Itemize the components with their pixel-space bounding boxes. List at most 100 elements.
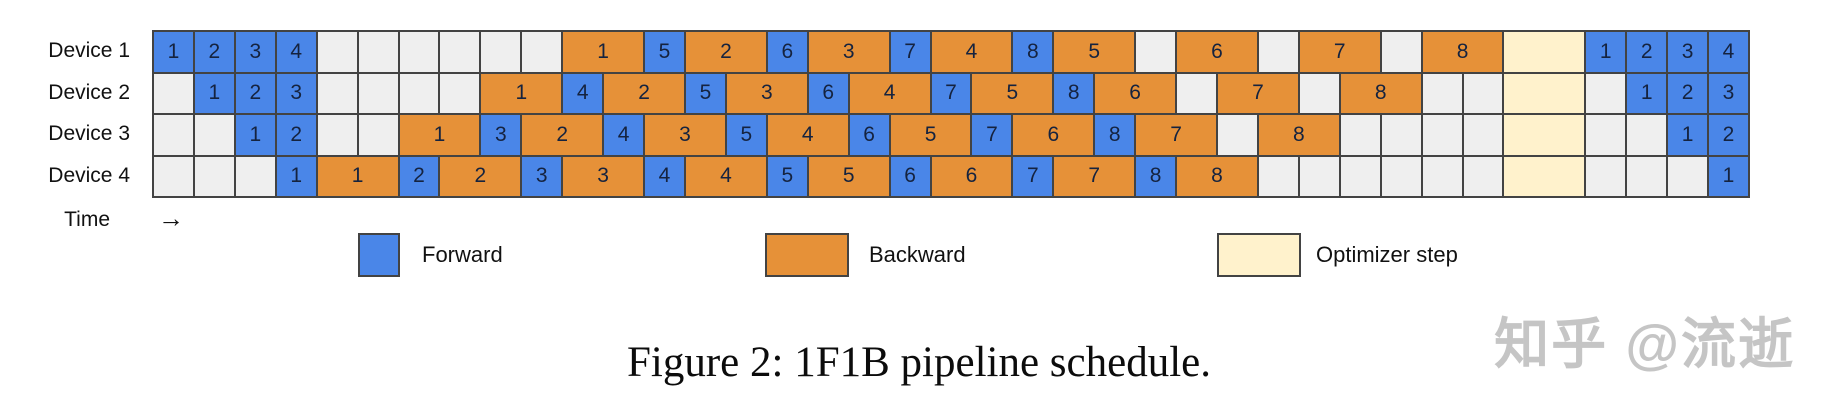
- microbatch-number: 2: [290, 122, 303, 146]
- microbatch-number: 2: [413, 164, 425, 188]
- forward-cell: 7: [930, 72, 972, 114]
- forward-cell: 2: [275, 114, 317, 156]
- legend-optimizer-swatch: [1217, 233, 1301, 277]
- idle-cell: [1380, 114, 1422, 156]
- microbatch-number: 1: [433, 122, 446, 146]
- forward-cell: 2: [193, 31, 235, 73]
- forward-cell: 3: [480, 114, 522, 156]
- microbatch-number: 6: [1047, 122, 1060, 146]
- microbatch-number: 3: [1722, 81, 1735, 105]
- idle-cell: [1421, 114, 1463, 156]
- forward-cell: 1: [1626, 72, 1668, 114]
- microbatch-number: 4: [801, 122, 814, 146]
- forward-cell: 7: [1012, 155, 1054, 197]
- forward-cell: 6: [848, 114, 890, 156]
- backward-cell: 5: [889, 114, 972, 156]
- microbatch-number: 3: [597, 164, 609, 188]
- microbatch-number: 7: [945, 81, 957, 105]
- microbatch-number: 8: [1293, 122, 1305, 146]
- microbatch-number: 3: [1681, 39, 1694, 63]
- microbatch-number: 7: [1333, 39, 1346, 63]
- microbatch-number: 5: [699, 81, 712, 105]
- microbatch-number: 1: [208, 81, 221, 105]
- microbatch-number: 8: [1374, 81, 1387, 105]
- backward-cell: 1: [562, 31, 645, 73]
- microbatch-number: 3: [535, 164, 548, 188]
- forward-cell: 2: [1667, 72, 1709, 114]
- optimizer-cell: [1503, 72, 1586, 114]
- microbatch-number: 1: [1722, 164, 1735, 188]
- microbatch-number: 3: [842, 39, 855, 63]
- forward-cell: 7: [971, 114, 1013, 156]
- microbatch-number: 5: [1006, 81, 1019, 105]
- legend-backward-label: Backward: [869, 242, 966, 267]
- idle-cell: [1257, 155, 1299, 197]
- microbatch-number: 4: [883, 81, 896, 105]
- backward-cell: 2: [603, 72, 685, 114]
- idle-cell: [1626, 155, 1668, 197]
- backward-cell: 7: [1216, 72, 1299, 114]
- microbatch-number: 1: [167, 39, 180, 63]
- forward-cell: 6: [807, 72, 849, 114]
- figure-caption: Figure 2: 1F1B pipeline schedule.: [626, 339, 1211, 386]
- microbatch-number: 2: [1640, 39, 1653, 63]
- microbatch-number: 4: [576, 81, 589, 105]
- microbatch-number: 1: [597, 39, 609, 63]
- idle-cell: [521, 31, 563, 73]
- microbatch-number: 6: [1211, 39, 1223, 63]
- backward-cell: 2: [521, 114, 604, 156]
- microbatch-number: 7: [1026, 164, 1039, 188]
- microbatch-number: 1: [249, 122, 262, 146]
- backward-cell: 3: [644, 114, 726, 156]
- idle-cell: [193, 155, 235, 197]
- forward-cell: 1: [153, 31, 194, 73]
- backward-cell: 7: [1298, 31, 1381, 73]
- watermark: 知乎 @流逝: [1494, 313, 1795, 375]
- idle-cell: [1585, 114, 1627, 156]
- microbatch-number: 8: [1108, 122, 1121, 146]
- device-label: Device 3: [48, 122, 130, 145]
- microbatch-number: 6: [863, 122, 875, 146]
- device-label: Device 4: [48, 163, 130, 187]
- microbatch-number: 4: [617, 122, 630, 146]
- microbatch-number: 1: [1681, 122, 1694, 146]
- forward-cell: 2: [398, 155, 440, 197]
- forward-cell: 1: [234, 114, 276, 156]
- forward-cell: 5: [644, 31, 685, 73]
- legend-forward-swatch: [358, 233, 400, 277]
- forward-cell: 6: [766, 31, 808, 73]
- forward-cell: 1: [1667, 114, 1709, 156]
- backward-cell: 3: [725, 72, 808, 114]
- backward-cell: 5: [971, 72, 1054, 114]
- idle-cell: [1462, 72, 1504, 114]
- forward-cell: 3: [234, 31, 276, 73]
- backward-cell: 2: [684, 31, 767, 73]
- idle-cell: [193, 114, 235, 156]
- microbatch-number: 2: [249, 81, 262, 105]
- microbatch-number: 7: [1170, 122, 1182, 146]
- microbatch-number: 6: [1129, 81, 1141, 105]
- legend-backward-swatch: [765, 233, 849, 277]
- forward-cell: 2: [1708, 114, 1749, 156]
- idle-cell: [234, 155, 276, 197]
- forward-cell: 4: [603, 114, 645, 156]
- device-label: Device 2: [48, 80, 130, 104]
- backward-cell: 1: [480, 72, 563, 114]
- idle-cell: [1380, 155, 1422, 197]
- microbatch-number: 3: [679, 122, 691, 146]
- forward-cell: 8: [1053, 72, 1095, 114]
- microbatch-number: 8: [1067, 81, 1080, 105]
- backward-cell: 7: [1053, 155, 1136, 197]
- backward-cell: 6: [930, 155, 1013, 197]
- forward-cell: 6: [889, 155, 931, 197]
- microbatch-number: 7: [904, 39, 916, 63]
- microbatch-number: 1: [1599, 39, 1612, 63]
- forward-cell: 4: [644, 155, 685, 197]
- idle-cell: [1667, 155, 1709, 197]
- idle-cell: [439, 72, 481, 114]
- backward-cell: 2: [439, 155, 522, 197]
